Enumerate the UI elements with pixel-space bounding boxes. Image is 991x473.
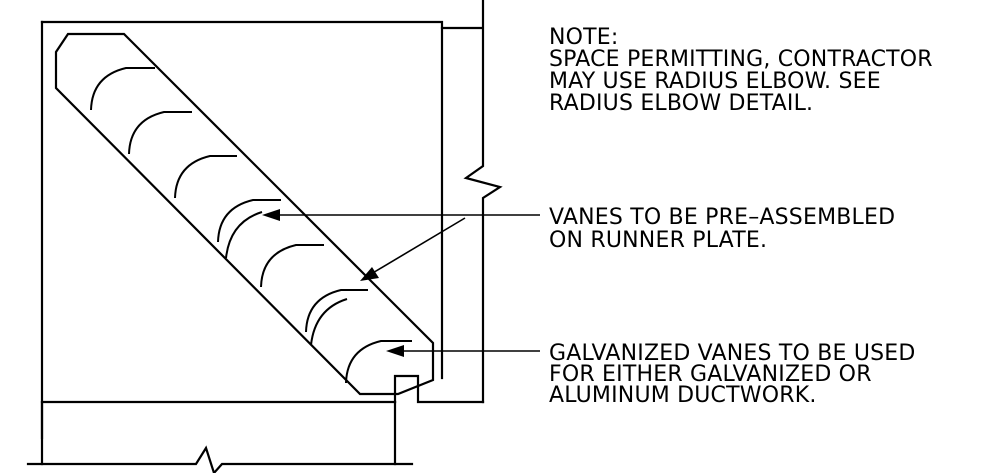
callout-line: GALVANIZED VANES TO BE USED: [549, 341, 916, 366]
callout-line: ON RUNNER PLATE.: [549, 228, 767, 253]
vane: [260, 244, 324, 288]
vane: [225, 211, 263, 259]
note-line: NOTE:: [549, 25, 619, 50]
callout-galvanized-vanes: GALVANIZED VANES TO BE USED FOR EITHER G…: [549, 341, 923, 408]
arrowhead: [360, 267, 379, 281]
vane: [310, 298, 348, 346]
callout-line: ALUMINUM DUCTWORK.: [549, 383, 817, 408]
vane: [345, 340, 412, 384]
vane: [174, 155, 237, 199]
leader-galvanized-vanes: [386, 345, 540, 357]
turning-vanes: [90, 67, 412, 384]
arrowhead: [262, 209, 280, 221]
duct-outline: [40, 20, 444, 380]
callout-line: FOR EITHER GALVANIZED OR: [549, 362, 872, 387]
runner-plate: [54, 32, 435, 396]
leader-vanes-preassembled: [262, 209, 540, 281]
lower-duct-bottom-with-break: [26, 445, 414, 473]
runner-end-notch: [393, 374, 485, 404]
vane: [90, 67, 155, 111]
vane: [217, 199, 281, 243]
callout-line: VANES TO BE PRE–ASSEMBLED: [549, 205, 895, 230]
vane: [128, 111, 192, 155]
note-line: MAY USE RADIUS ELBOW. SEE: [549, 69, 881, 94]
arrowhead: [386, 345, 404, 357]
note-line: SPACE PERMITTING, CONTRACTOR: [549, 47, 933, 72]
callout-vanes-preassembled: VANES TO BE PRE–ASSEMBLED ON RUNNER PLAT…: [549, 205, 902, 253]
note-block: NOTE: SPACE PERMITTING, CONTRACTOR MAY U…: [549, 25, 940, 116]
note-line: RADIUS ELBOW DETAIL.: [549, 91, 813, 116]
vane: [305, 289, 368, 333]
branch-wall-with-break: [463, 0, 503, 404]
